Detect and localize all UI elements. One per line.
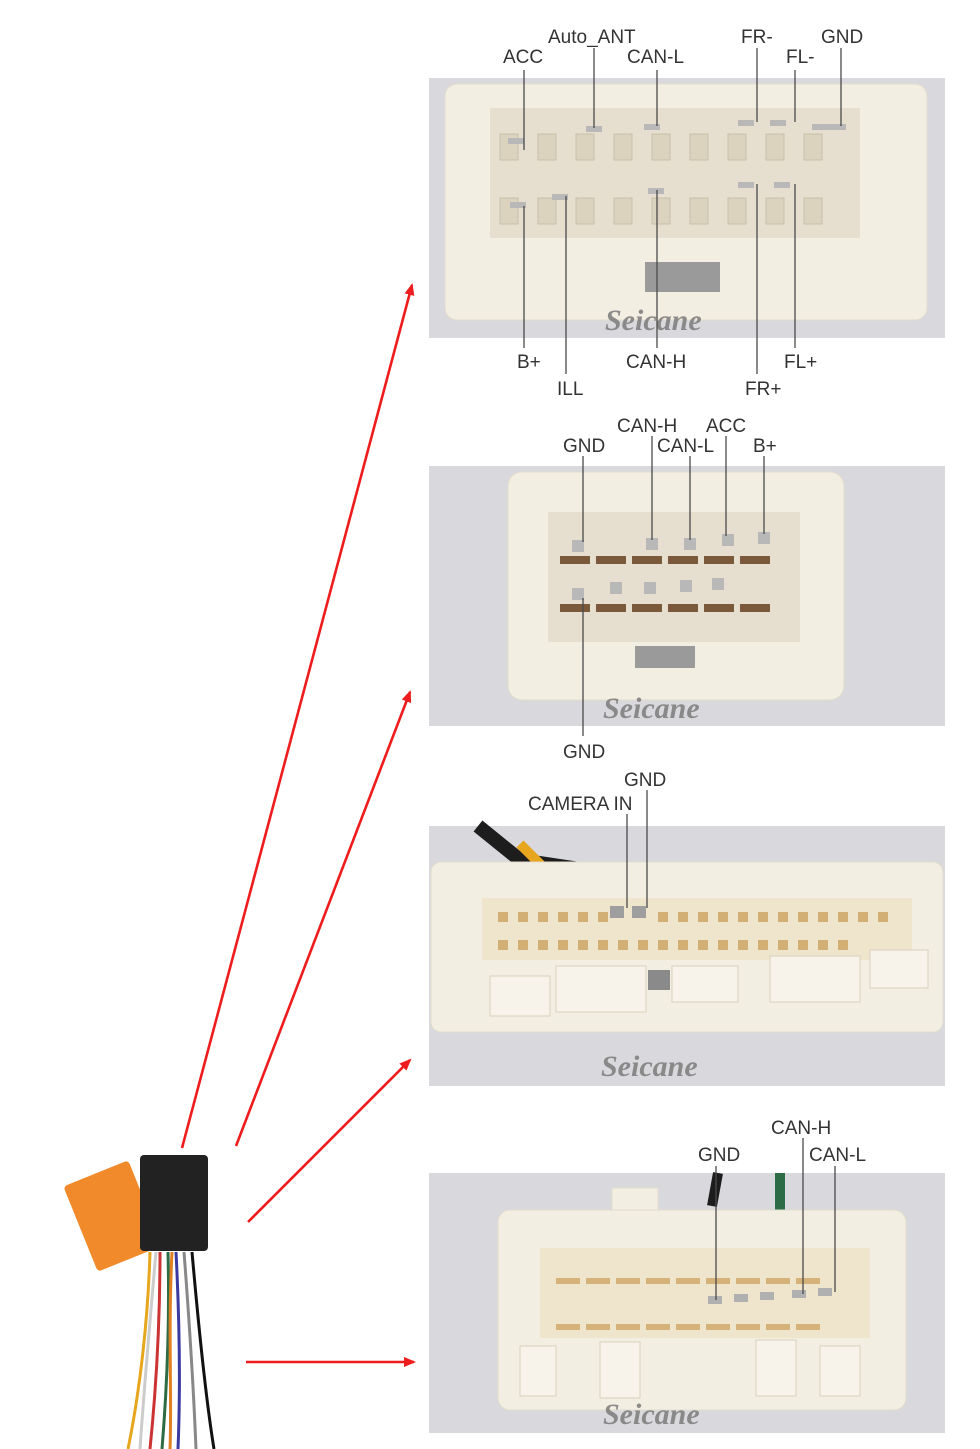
label-gnd: GND: [563, 436, 605, 457]
panel-1-pin-row-top: [499, 133, 823, 161]
label-auto-ant: Auto_ANT: [548, 27, 636, 48]
connector-panel-3: Seicane GND CAMERA IN: [429, 770, 945, 1086]
panel-3-metal-pins: [610, 906, 646, 918]
orange-tag: [64, 1161, 162, 1271]
panel-3-pin-grid: [498, 912, 888, 950]
label-can-h: CAN-H: [771, 1118, 831, 1139]
panel-2-latch: [635, 646, 695, 668]
label-acc: ACC: [503, 47, 543, 68]
panel-3-latch: [648, 970, 670, 990]
panel-1-latch: [645, 262, 720, 292]
panel-3-watermark: Seicane: [601, 1050, 698, 1083]
panel-4-watermark: Seicane: [603, 1398, 700, 1431]
panel-2-metal-pins: [572, 532, 770, 600]
label-gnd: GND: [698, 1145, 740, 1166]
panel-4-leader-lines: [715, 1138, 836, 1300]
panel-2-leader-lines: [582, 436, 765, 736]
connector-panel-1: Seicane Auto_ANT ACC CAN-L FR- FL- GND B…: [429, 27, 945, 400]
panel-2-pin-slots: [560, 556, 770, 612]
label-can-l: CAN-L: [809, 1145, 866, 1166]
panel-4-lower-ports: [519, 1339, 861, 1399]
panel-1-watermark: Seicane: [605, 304, 702, 337]
decoder-box: [140, 1155, 208, 1251]
panel-1-metal-pins: [508, 120, 846, 208]
label-gnd: GND: [624, 770, 666, 791]
panel-4-pin-cavity: [540, 1248, 870, 1338]
harness-wires: [126, 1251, 216, 1449]
wiring-harness: [64, 1155, 216, 1449]
panel-3-leader-lines: [626, 790, 648, 908]
label-b-plus: B+: [517, 352, 541, 373]
label-fr-plus: FR+: [745, 379, 781, 400]
label-fl-plus: FL+: [784, 352, 817, 373]
label-can-h: CAN-H: [626, 352, 686, 373]
panel-4-cable-black: [707, 1172, 723, 1207]
connector-panel-4: Seicane CAN-H GND CAN-L: [429, 1118, 945, 1433]
panel-2-watermark: Seicane: [603, 692, 700, 725]
label-can-l: CAN-L: [657, 436, 714, 457]
arrow-to-connector-3: [247, 1058, 412, 1223]
label-ill: ILL: [557, 379, 583, 400]
label-acc: ACC: [706, 416, 746, 437]
panel-2-pin-cavity: [548, 512, 800, 642]
label-b-plus: B+: [753, 436, 777, 457]
panel-3-pin-cavity: [482, 898, 912, 960]
label-fl-minus: FL-: [786, 47, 815, 68]
panel-1-leader-lines: [523, 48, 842, 374]
panel-4-pin-slots: [556, 1278, 820, 1330]
label-gnd-bottom: GND: [563, 742, 605, 763]
connector-panel-2: Seicane CAN-H ACC GND CAN-L B+ GND: [429, 416, 945, 763]
label-can-l: CAN-L: [627, 47, 684, 68]
pointer-arrows: [180, 283, 416, 1367]
label-gnd: GND: [821, 27, 863, 48]
label-fr-minus: FR-: [741, 27, 773, 48]
panel-3-lower-ports: [489, 949, 929, 1017]
panel-1-pin-row-bottom: [499, 197, 823, 225]
arrow-to-connector-2: [234, 690, 412, 1147]
label-can-h: CAN-H: [617, 416, 677, 437]
panel-4-metal-pins: [708, 1288, 832, 1304]
arrow-to-connector-1: [180, 283, 415, 1149]
label-camera-in: CAMERA IN: [528, 794, 633, 815]
